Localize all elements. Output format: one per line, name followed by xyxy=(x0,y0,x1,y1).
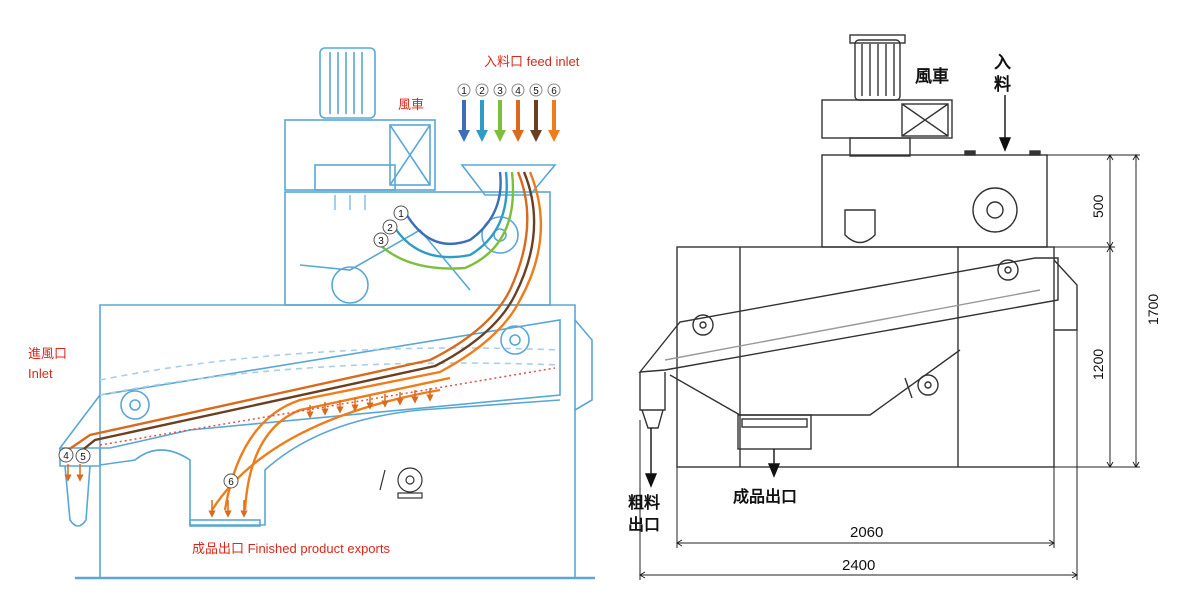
flow-markers: 1 2 3 4 5 6 xyxy=(58,205,409,489)
fan-label-left: 風車 xyxy=(398,97,424,112)
dim-total-height: 1700 xyxy=(1145,294,1161,325)
marker-5: 5 xyxy=(80,452,86,463)
stream-6-badge: 6 xyxy=(551,86,557,97)
stream-number-badges: 1 2 3 4 5 6 xyxy=(457,83,561,97)
dim-inner-width: 2060 xyxy=(850,524,883,541)
feed-inlet-label: 入料口 feed inlet xyxy=(484,54,580,69)
dim-total-width: 2400 xyxy=(842,557,875,574)
marker-4: 4 xyxy=(63,451,69,462)
stream-1-badge: 1 xyxy=(461,86,467,97)
right-diagram xyxy=(638,34,1078,468)
feed-label-line2: 料 xyxy=(994,74,1011,95)
marker-6: 6 xyxy=(228,477,234,488)
vibration-motor-icon xyxy=(379,467,423,499)
marker-1: 1 xyxy=(398,209,404,220)
stream-4-badge: 4 xyxy=(515,86,521,97)
stream-arrows xyxy=(458,100,560,142)
marker-2: 2 xyxy=(387,223,393,234)
coarse-outlet-line1: 粗料 xyxy=(628,493,660,512)
product-outlet-label: 成品出口 xyxy=(733,487,797,506)
air-inlet-label-cn: 進風口 xyxy=(28,346,67,361)
product-exports-label: 成品出口 Finished product exports xyxy=(192,541,390,556)
coarse-outlet-line2: 出口 xyxy=(628,515,660,534)
flow-paths xyxy=(67,171,556,511)
screen-drop-arrows xyxy=(64,388,434,518)
dimension-lines xyxy=(639,154,1140,580)
left-diagram xyxy=(58,47,595,580)
air-inlet-label-en: Inlet xyxy=(28,366,53,381)
fan-label-right: 風車 xyxy=(915,66,949,87)
dim-lower-height: 1200 xyxy=(1090,349,1106,380)
stream-3-badge: 3 xyxy=(497,86,503,97)
dim-top-height: 500 xyxy=(1090,194,1106,218)
stream-2-badge: 2 xyxy=(479,86,485,97)
marker-3: 3 xyxy=(378,236,384,247)
stream-5-badge: 5 xyxy=(533,86,539,97)
feed-label-line1: 入 xyxy=(994,53,1011,73)
right-arrows xyxy=(644,95,1012,488)
